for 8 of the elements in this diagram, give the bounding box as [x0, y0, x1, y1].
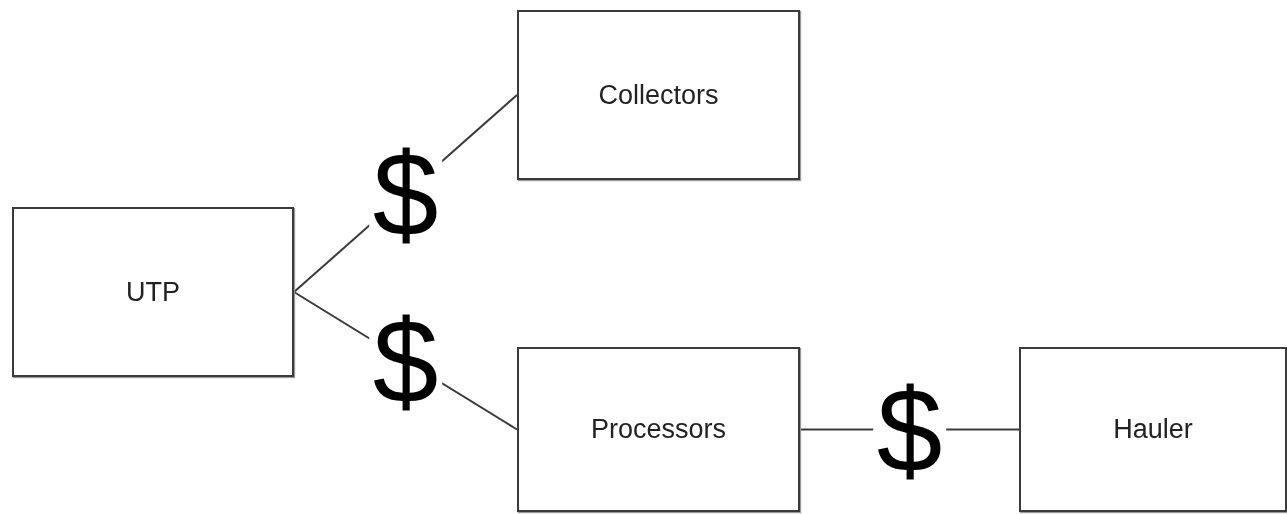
process-box — [12, 207, 294, 377]
box-label: Collectors — [598, 79, 719, 111]
process-box — [517, 347, 800, 512]
process-box — [1019, 347, 1287, 512]
box-label: Hauler — [1113, 414, 1193, 445]
box-label: Processors — [590, 414, 726, 445]
box-label: UTP — [126, 276, 180, 308]
process-box — [517, 10, 800, 180]
